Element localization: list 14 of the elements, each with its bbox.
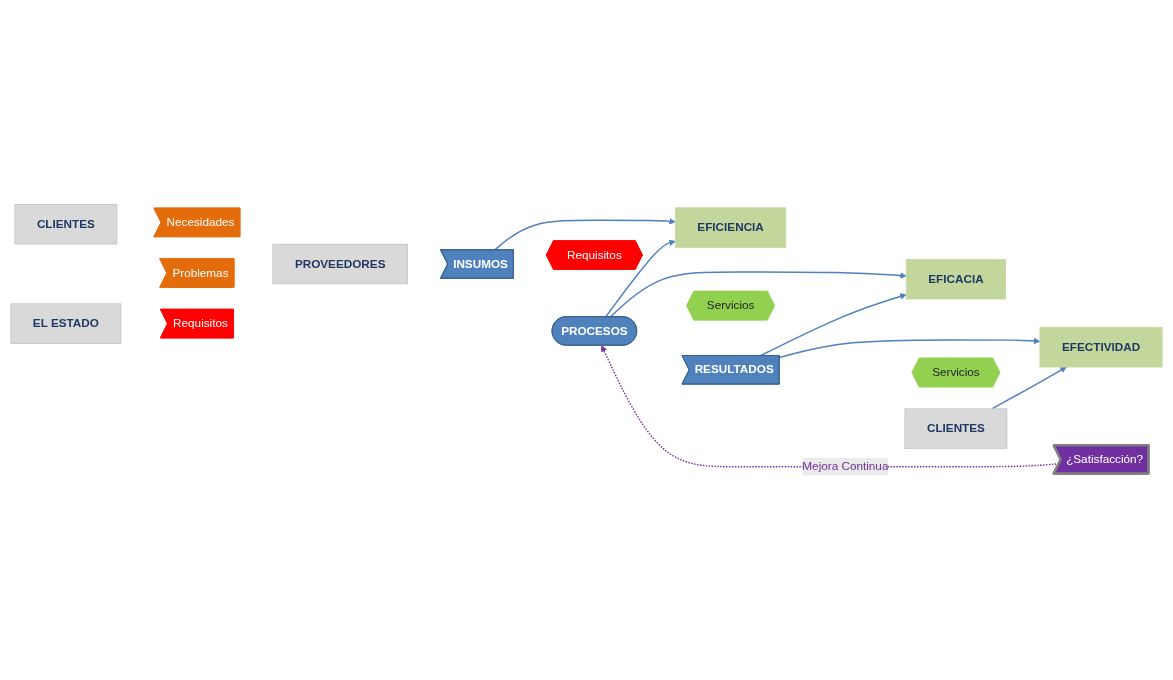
arrow bbox=[604, 239, 676, 318]
node-box: EFICACIA bbox=[905, 259, 1006, 300]
arrow bbox=[609, 271, 907, 318]
node-box: EFICIENCIA bbox=[675, 207, 787, 248]
arrow bbox=[759, 293, 907, 357]
node-box: EL ESTADO bbox=[10, 303, 122, 344]
node-box: PROVEEDORES bbox=[272, 243, 408, 285]
node-box: CLIENTES bbox=[14, 204, 118, 245]
arrow bbox=[778, 337, 1041, 359]
node-box: CLIENTES bbox=[904, 408, 1008, 449]
arrow bbox=[991, 366, 1067, 410]
node-box: EFECTIVIDAD bbox=[1039, 327, 1163, 368]
edge-label: Mejora Continua bbox=[802, 460, 889, 473]
arrow bbox=[493, 218, 676, 251]
